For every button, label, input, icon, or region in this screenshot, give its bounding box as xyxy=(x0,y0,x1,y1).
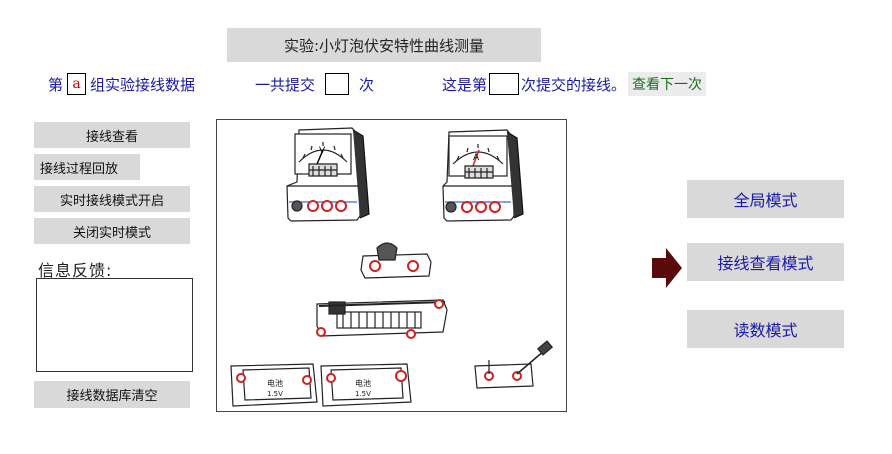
clear-database-button[interactable]: 接线数据库清空 xyxy=(34,381,190,408)
circuit-drawing: V A xyxy=(230,127,554,407)
total-info: 一共提交 次 xyxy=(255,71,374,97)
total-suffix: 次 xyxy=(359,75,375,94)
switch[interactable] xyxy=(474,340,554,389)
group-prefix: 第 xyxy=(48,75,64,94)
battery-1[interactable] xyxy=(230,363,318,407)
battery-2[interactable] xyxy=(320,363,412,407)
group-suffix: 组实验接线数据 xyxy=(90,75,196,94)
wiring-view-mode-button[interactable]: 接线查看模式 xyxy=(687,243,844,281)
battery-1-label: 电池 xyxy=(267,378,283,388)
total-prefix: 一共提交 xyxy=(255,75,316,94)
total-count-field[interactable] xyxy=(325,73,350,95)
reading-mode-button[interactable]: 读数模式 xyxy=(687,310,844,348)
voltmeter[interactable] xyxy=(286,127,370,222)
feedback-label: 信息反馈: xyxy=(38,261,113,280)
replay-wiring-button[interactable]: 接线过程回放 xyxy=(34,154,140,180)
group-info: 第 a 组实验接线数据 xyxy=(48,71,195,97)
realtime-mode-on-button[interactable]: 实时接线模式开启 xyxy=(34,186,190,212)
lamp[interactable] xyxy=(360,242,432,279)
battery-1-voltage: 1.5V xyxy=(267,390,283,398)
view-next-button[interactable]: 查看下一次 xyxy=(628,72,707,96)
view-wiring-button[interactable]: 接线查看 xyxy=(34,122,190,148)
experiment-title: 实验:小灯泡伏安特性曲线测量 xyxy=(227,28,541,62)
ammeter[interactable] xyxy=(442,129,524,222)
ammeter-letter: A xyxy=(473,153,480,163)
current-info: 这是第 次提交的接线。 查看下一次 xyxy=(442,71,707,97)
battery-2-voltage: 1.5V xyxy=(355,390,371,398)
current-index-field[interactable] xyxy=(489,73,520,95)
circuit-canvas[interactable]: V A xyxy=(216,119,567,412)
realtime-mode-off-button[interactable]: 关闭实时模式 xyxy=(34,218,190,244)
feedback-textbox[interactable] xyxy=(36,278,193,372)
group-number-field[interactable]: a xyxy=(67,73,87,95)
current-suffix: 次提交的接线。 xyxy=(521,75,627,94)
voltmeter-letter: V xyxy=(319,146,326,156)
global-mode-button[interactable]: 全局模式 xyxy=(687,180,844,218)
battery-2-label: 电池 xyxy=(355,378,371,388)
mode-arrow-icon xyxy=(652,248,682,288)
rheostat[interactable] xyxy=(316,299,448,339)
current-prefix: 这是第 xyxy=(442,75,488,94)
